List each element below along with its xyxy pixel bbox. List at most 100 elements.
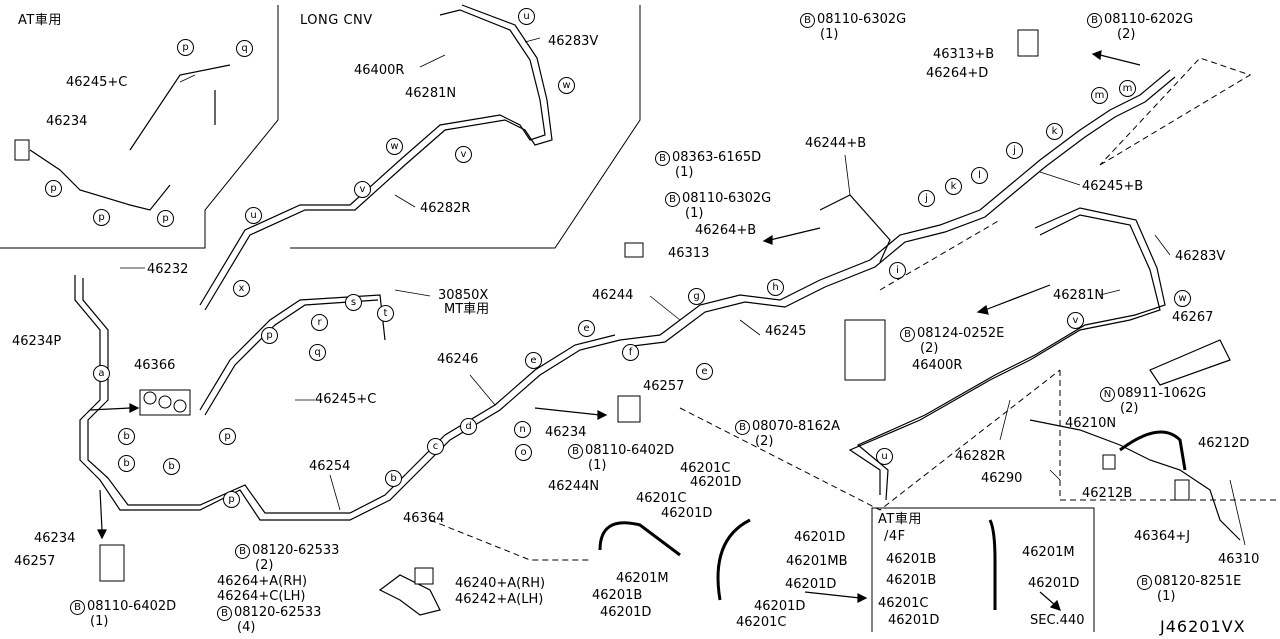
label-46264B: 46264+B bbox=[695, 223, 757, 238]
bolt-part: 08124-0252E bbox=[917, 326, 1005, 341]
clip-callout-u: u bbox=[876, 448, 893, 465]
leader-30850X bbox=[394, 289, 431, 297]
label-46264C: 46264+C(LH) bbox=[217, 589, 306, 604]
label-46201D-3: 46201D bbox=[794, 530, 846, 545]
clip-callout-u: u bbox=[518, 8, 535, 25]
label-46242A: 46242+A(LH) bbox=[455, 592, 544, 607]
arrow-2 bbox=[99, 489, 103, 531]
label-46201C-2: 46201C bbox=[636, 491, 687, 506]
clip-callout-q: q bbox=[236, 40, 253, 57]
label-46201D-4: 46201D bbox=[785, 577, 837, 592]
label-46281N-b: 46281N bbox=[1053, 288, 1105, 303]
bolt-qty: (2) bbox=[755, 434, 774, 449]
at-panel-title: AT車用 bbox=[18, 13, 62, 28]
bolt-part: 08363-6165D bbox=[672, 150, 762, 165]
clip-callout-p: p bbox=[177, 39, 194, 56]
bolt-qty: (1) bbox=[820, 27, 839, 42]
label-46201D-2: 46201D bbox=[661, 506, 713, 521]
label-46364: 46364 bbox=[403, 511, 445, 526]
panel-border-at bbox=[0, 5, 279, 249]
pipe-long-cnv-inner bbox=[204, 4, 553, 311]
label-46400R-a: 46400R bbox=[354, 63, 405, 78]
block-46364 bbox=[414, 567, 434, 585]
pipe-46244B bbox=[819, 194, 891, 263]
panel-border-at4f bbox=[871, 507, 1095, 632]
bolt-code: B bbox=[735, 420, 750, 435]
clip-callout-i: i bbox=[889, 262, 906, 279]
dashed-area-ac bbox=[1059, 370, 1280, 501]
clip-callout-b: b bbox=[118, 428, 135, 445]
clip-callout-j: j bbox=[918, 190, 935, 207]
leader-46283V bbox=[524, 37, 541, 43]
pipe-right-46283V-2 bbox=[856, 207, 1166, 501]
clip-callout-e: e bbox=[525, 352, 542, 369]
label-46257-low: 46257 bbox=[14, 554, 56, 569]
bolt-qty: (1) bbox=[90, 614, 109, 629]
pipe-right-46283V-1 bbox=[848, 214, 1161, 495]
label-46246: 46246 bbox=[437, 352, 479, 367]
label-46201C-1: 46201C bbox=[680, 461, 731, 476]
label-46283V-b: 46283V bbox=[1175, 249, 1226, 264]
label-46234P: 46234P bbox=[12, 334, 62, 349]
bolt-qty: (1) bbox=[675, 165, 694, 180]
clip-callout-w: w bbox=[386, 138, 403, 155]
leader-46283V-b bbox=[1154, 234, 1171, 256]
leader-46246 bbox=[469, 374, 496, 406]
clip-callout-a: a bbox=[93, 365, 110, 382]
label-46400R-b: 46400R bbox=[912, 358, 963, 373]
label-46245B: 46245+B bbox=[1082, 179, 1144, 194]
label-46234-mid: 46234 bbox=[545, 425, 587, 440]
clip-callout-p: p bbox=[45, 180, 62, 197]
label-46254: 46254 bbox=[309, 459, 351, 474]
label-46282R-b: 46282R bbox=[955, 449, 1006, 464]
clip-callout-p: p bbox=[93, 209, 110, 226]
pipe-middle-2 bbox=[624, 76, 1176, 348]
bracket-46264A bbox=[378, 574, 441, 616]
clip-callout-w: w bbox=[558, 77, 575, 94]
label-46240A: 46240+A(RH) bbox=[455, 576, 546, 591]
label-46201B-at-2: 46201B bbox=[886, 573, 937, 588]
bolt-code: N bbox=[1100, 387, 1115, 402]
label-46201B-at-1: 46201B bbox=[886, 552, 937, 567]
label-46313B: 46313+B bbox=[933, 47, 995, 62]
leader-46290 bbox=[1049, 469, 1061, 481]
bolt-code: B bbox=[70, 600, 85, 615]
label-46264D: 46264+D bbox=[926, 66, 989, 81]
clip-callout-e: e bbox=[578, 320, 595, 337]
hose-46201M-at bbox=[988, 519, 997, 610]
block-46212B bbox=[1102, 454, 1116, 470]
block-46234-at bbox=[14, 139, 30, 161]
bolt-part: 08070-8162A bbox=[752, 419, 841, 434]
clip-callout-t: t bbox=[377, 305, 394, 322]
label-46201C-3: 46201C bbox=[736, 615, 787, 630]
label-46201MB: 46201MB bbox=[786, 554, 848, 569]
block-46234-mid bbox=[617, 395, 641, 423]
clip-callout-j: j bbox=[1006, 142, 1023, 159]
bolt-part: 08120-8251E bbox=[1154, 574, 1242, 589]
block-46234-low bbox=[99, 544, 125, 582]
bolt-qty: (1) bbox=[588, 458, 607, 473]
clip-callout-l: l bbox=[971, 167, 988, 184]
bolt-qty: (1) bbox=[1157, 589, 1176, 604]
leader-46310 bbox=[1229, 479, 1246, 546]
clip-callout-p: p bbox=[223, 491, 240, 508]
label-46201M: 46201M bbox=[616, 571, 669, 586]
label-46245C-b: 46245+C bbox=[315, 392, 377, 407]
label-46234-low: 46234 bbox=[34, 531, 76, 546]
arrow-8 bbox=[1039, 591, 1056, 606]
bolt-code: B bbox=[655, 151, 670, 166]
bolt-part: 08120-62533 bbox=[252, 543, 340, 558]
clip-callout-k: k bbox=[945, 178, 962, 195]
bolt-qty: (2) bbox=[1117, 27, 1136, 42]
label-46201D-at-1: 46201D bbox=[1028, 576, 1080, 591]
leader-46282R bbox=[394, 194, 416, 208]
clip-callout-n: n bbox=[514, 421, 531, 438]
pipe-front-1 bbox=[199, 294, 386, 411]
clip-callout-p: p bbox=[261, 327, 278, 344]
bolt-code: B bbox=[1137, 575, 1152, 590]
